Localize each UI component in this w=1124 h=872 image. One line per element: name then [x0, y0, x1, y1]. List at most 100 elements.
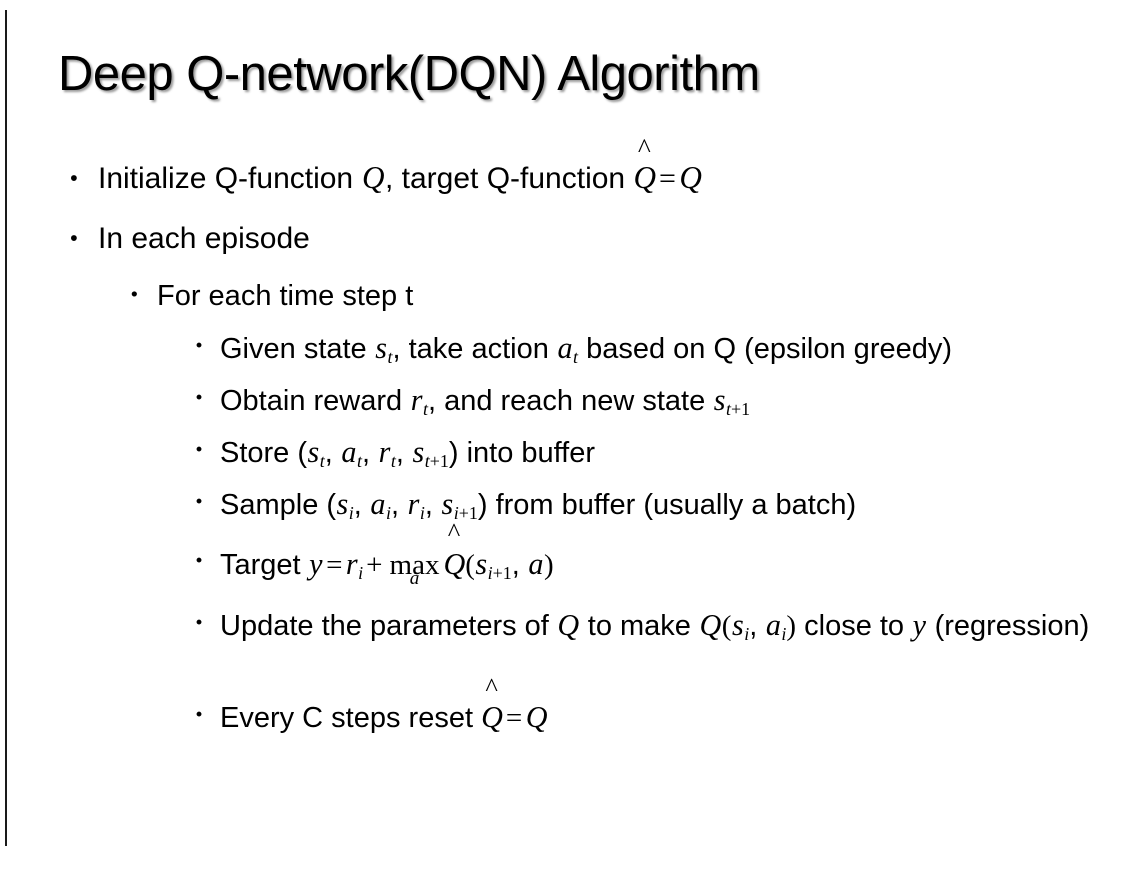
bullet-dot-icon: •	[194, 492, 205, 513]
bullet-each-episode-text: In each episode	[98, 222, 310, 255]
bullet-dot-icon: •	[194, 388, 205, 409]
math-q-hat-base: Q	[633, 160, 656, 195]
math-max-underscript: a	[409, 567, 420, 589]
text-store-pre: Store (	[220, 437, 308, 469]
bullet-reset: • Every C steps reset ^Q=Q	[0, 673, 1124, 749]
math-store-a1: a	[341, 435, 357, 469]
text-store-c3: ,	[395, 437, 412, 469]
bullet-update: • Update the parameters of Q to make Q(s…	[0, 598, 1124, 686]
math-store-a1-sub: t	[356, 451, 362, 472]
text-store-c2: ,	[361, 437, 379, 469]
math-sample-a1: a	[370, 487, 386, 521]
text-update-comma: ,	[749, 610, 766, 642]
math-store-s2-sub: t+1	[425, 451, 449, 471]
math-reset-q: Q	[525, 700, 548, 734]
text-sample-post: ) from buffer (usually a batch)	[477, 489, 857, 521]
sub-offset: +1	[492, 563, 512, 584]
bullet-update-text: Update the parameters of Q to make Q(si,…	[220, 603, 1124, 648]
math-update-paren-open: (	[721, 610, 732, 642]
hat-accent-icon: ^	[447, 516, 461, 547]
math-update-y: y	[912, 608, 927, 642]
sub-var: i	[487, 563, 493, 584]
text-sample-pre: Sample (	[220, 489, 337, 521]
math-target-plus: +	[366, 549, 383, 581]
bullet-each-time-step: • For each time step t	[0, 269, 1124, 323]
math-var-q2: Q	[679, 160, 702, 195]
bullet-dot-icon: •	[194, 440, 205, 461]
math-update-q1: Q	[557, 608, 580, 642]
text-obtain-mid: , and reach new state	[427, 385, 714, 417]
text-update-post: close to	[796, 610, 913, 642]
math-store-s1: s	[307, 435, 320, 469]
text-initialize-pre: Initialize Q-function	[98, 162, 362, 195]
slide-left-rule	[5, 10, 7, 846]
bullet-initialize: • Initialize Q-function Q, target Q-func…	[0, 134, 1124, 209]
bullet-reset-text: Every C steps reset ^Q=Q	[220, 673, 1124, 749]
math-q-hat: ^Q	[633, 134, 656, 208]
math-update-s: s	[731, 608, 744, 642]
math-max-label: max	[389, 549, 440, 581]
text-sample-c2: ,	[391, 489, 408, 521]
math-sample-s1: s	[336, 487, 349, 521]
math-store-s1-sub: t	[319, 451, 325, 472]
sub-var: t	[424, 451, 430, 472]
bullet-obtain-reward-text: Obtain reward r t , and reach new state st…	[220, 375, 1124, 427]
math-update-s-sub: i	[744, 624, 750, 645]
math-target-q-hat: ^Q	[443, 518, 465, 597]
slide-body: • Initialize Q-function Q, target Q-func…	[0, 134, 1124, 749]
math-sample-r1-sub: i	[419, 503, 425, 524]
math-s-next-subscript: t+1	[726, 399, 750, 419]
bullet-dot-icon: •	[68, 226, 80, 251]
text-given-mid: , take action	[392, 333, 557, 365]
bullet-sample: • Sample (si, ai, ri, si+1) from buffer …	[0, 479, 1124, 531]
sub-var: t	[726, 399, 732, 420]
text-obtain-pre: Obtain reward	[220, 385, 411, 417]
hat-accent-icon: ^	[485, 671, 498, 702]
bullet-dot-icon: •	[129, 284, 140, 306]
math-target-s: s	[475, 547, 488, 581]
math-reset-equals: =	[505, 702, 523, 734]
math-store-r1: r	[378, 435, 391, 469]
page-title: Deep Q-network(DQN) Algorithm	[58, 47, 760, 101]
math-var-q: Q	[361, 160, 385, 195]
sub-offset: +1	[458, 503, 478, 524]
math-target-equals: =	[326, 549, 343, 581]
text-target-comma: ,	[511, 549, 528, 581]
math-a: a	[557, 331, 573, 365]
bullet-dot-icon: •	[194, 705, 205, 726]
hat-accent-icon: ^	[637, 133, 651, 164]
text-sample-c3: ,	[424, 489, 441, 521]
math-sample-s2: s	[441, 487, 454, 521]
math-s: s	[375, 331, 387, 365]
sub-var: i	[453, 503, 459, 524]
math-sample-r1: r	[407, 487, 420, 521]
text-update-tail: (regression)	[926, 610, 1090, 642]
math-s-subscript: t	[387, 347, 393, 368]
math-update-a-sub: i	[781, 624, 787, 645]
bullet-obtain-reward: • Obtain reward r t , and reach new state …	[0, 375, 1124, 427]
math-target-r-sub: i	[358, 563, 364, 584]
math-target-paren-open: (	[465, 549, 475, 581]
text-reset-pre: Every C steps reset	[220, 702, 482, 734]
math-reset-q-hat-base: Q	[481, 700, 503, 734]
bullet-dot-icon: •	[68, 166, 80, 191]
bullet-store-text: Store (st, at, rt, st+1) into buffer	[220, 427, 1124, 479]
bullet-given-state-text: Given state st, take action at based on …	[220, 323, 1124, 375]
math-update-q2: Q	[699, 608, 722, 642]
bullet-dot-icon: •	[194, 613, 205, 634]
math-sample-s2-sub: i+1	[454, 503, 478, 523]
math-reset-q-hat: ^Q	[481, 673, 503, 748]
math-s-next: s	[713, 383, 726, 417]
math-r: r	[410, 383, 423, 417]
bullet-initialize-text: Initialize Q-function Q, target Q-functi…	[98, 134, 1124, 209]
bullet-given-state: • Given state st, take action at based o…	[0, 323, 1124, 375]
math-target-y: y	[309, 547, 323, 581]
sub-offset: +1	[731, 399, 751, 420]
text-update-pre: Update the parameters of	[220, 610, 557, 642]
math-target-r: r	[345, 547, 358, 581]
text-update-mid: to make	[579, 610, 699, 642]
